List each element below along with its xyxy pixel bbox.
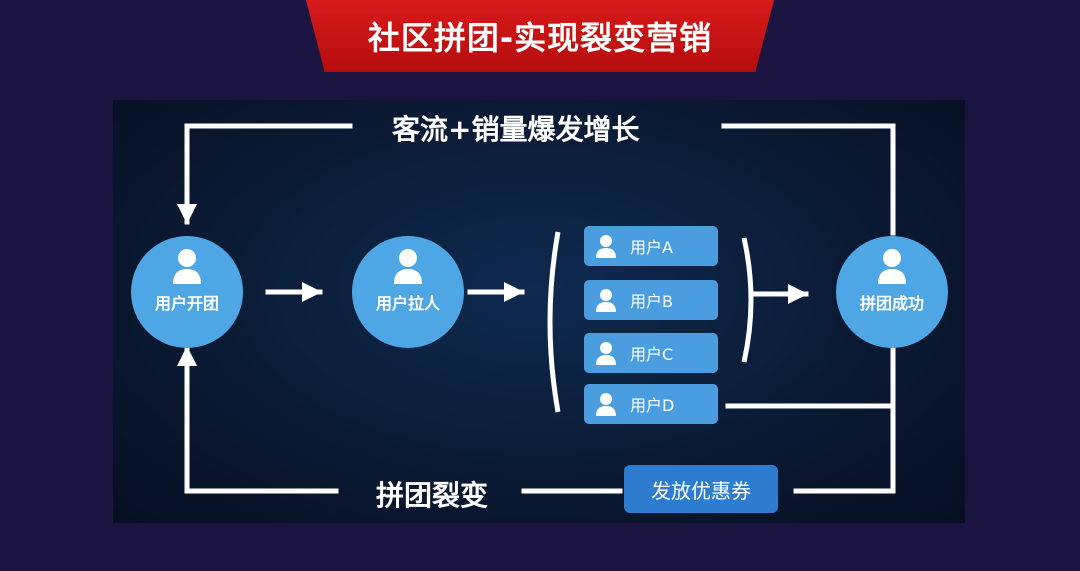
user-icon: [596, 393, 616, 416]
node-invite-label: 用户拉人: [375, 294, 440, 313]
top-loop-label: 客流+销量爆发增长: [392, 113, 640, 146]
user-icon: [878, 249, 906, 284]
user-box-a: 用户A: [584, 226, 718, 266]
loop-top-line-left: [177, 123, 353, 225]
user-icon: [173, 249, 201, 284]
user-icon: [596, 342, 616, 365]
user-group-left-bracket: [547, 231, 561, 413]
user-icon: [596, 289, 616, 312]
user-box-d: 用户D: [584, 384, 718, 424]
user-box-d-label: 用户D: [630, 396, 675, 415]
user-box-a-label: 用户A: [630, 238, 673, 257]
user-box-b-label: 用户B: [630, 292, 673, 311]
node-invite: 用户拉人: [352, 236, 464, 348]
user-box-c: 用户C: [584, 333, 718, 373]
node-success: 拼团成功: [836, 236, 948, 348]
user-icon: [394, 249, 422, 284]
user-box-b: 用户B: [584, 280, 718, 320]
node-success-label: 拼团成功: [859, 294, 924, 313]
bottom-loop-label: 拼团裂变: [376, 479, 489, 512]
user-icon: [596, 235, 616, 258]
page-title: 社区拼团-实现裂变营销: [367, 19, 713, 57]
diagram-panel: [113, 100, 965, 523]
loop-bottom-line-right: [793, 347, 896, 494]
node-start-label: 用户开团: [154, 294, 219, 313]
user-group-right-bracket: [741, 237, 754, 363]
loop-top-line-right: [721, 123, 896, 236]
coupon-label: 发放优惠券: [651, 478, 751, 503]
coupon-box: 发放优惠券: [624, 465, 778, 513]
user-box-c-label: 用户C: [630, 345, 674, 364]
title-banner: 社区拼团-实现裂变营销: [306, 0, 774, 72]
node-start: 用户开团: [131, 236, 243, 348]
loop-bottom-line-left: [177, 345, 339, 494]
